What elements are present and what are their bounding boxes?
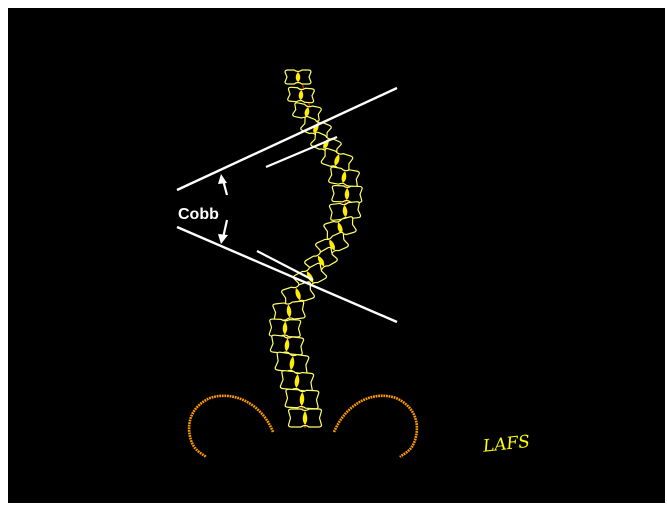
vertebra xyxy=(280,370,314,391)
angle-arrow-top xyxy=(218,174,227,195)
left-iliac-crest xyxy=(189,396,273,457)
vertebra xyxy=(332,185,363,202)
author-signature: LAFS xyxy=(481,432,531,457)
vertebra xyxy=(269,319,301,337)
vertebral-column xyxy=(269,70,362,427)
angle-arrow-bottom xyxy=(218,220,228,244)
vertebra xyxy=(270,335,304,355)
vertebra xyxy=(273,301,306,321)
vertebra xyxy=(285,70,311,84)
cobb-angle-label: Cobb xyxy=(178,206,219,223)
vertebra xyxy=(328,167,359,188)
right-iliac-crest xyxy=(334,396,417,457)
vertebra xyxy=(275,352,309,374)
upper-cobb-line xyxy=(177,88,397,190)
vertebra xyxy=(285,389,319,409)
vertebra xyxy=(288,87,315,103)
vertebra xyxy=(289,409,322,427)
